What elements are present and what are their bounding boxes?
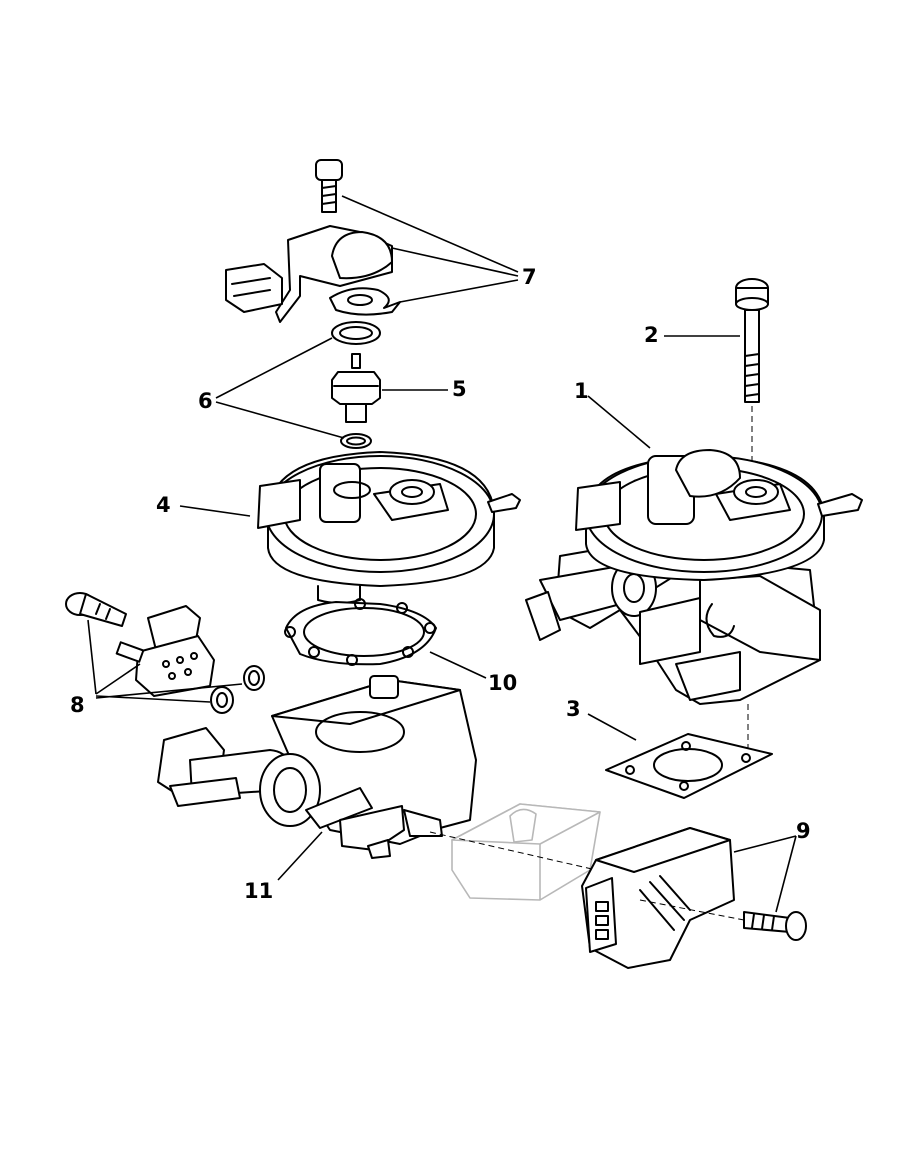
callout-7: 7 — [522, 265, 537, 289]
part-5-injector — [331, 353, 381, 423]
part-9-screw — [743, 911, 807, 941]
part-9-position-sensor — [581, 827, 735, 969]
callout-8: 8 — [70, 693, 85, 717]
part-2-screw — [735, 278, 769, 403]
part-8-seal-a — [243, 665, 265, 691]
part-8-idle-valve — [115, 605, 215, 697]
ghost-manifold-context — [451, 803, 601, 901]
callout-10: 10 — [488, 671, 517, 695]
part-8-screw — [65, 592, 127, 627]
part-11-throttle-body — [157, 675, 477, 859]
part-4-upper-housing — [257, 451, 521, 604]
part-8-seal-b — [210, 686, 234, 714]
callout-2: 2 — [644, 323, 659, 347]
part-7-clip — [329, 287, 401, 316]
callout-11: 11 — [244, 879, 273, 903]
callout-3: 3 — [566, 697, 581, 721]
part-10-gasket — [284, 598, 437, 666]
part-3-base-gasket — [605, 733, 773, 799]
part-7-screw — [315, 159, 343, 213]
part-7-sensor-cover — [225, 225, 393, 323]
callout-5: 5 — [452, 377, 467, 401]
callout-6: 6 — [198, 389, 213, 413]
leader-lines — [87, 195, 797, 913]
part-1-assembled-unit — [525, 449, 863, 705]
part-6-upper-seal — [331, 321, 381, 345]
callout-4: 4 — [156, 493, 171, 517]
callout-1: 1 — [574, 379, 589, 403]
callout-9: 9 — [796, 819, 811, 843]
part-6-lower-seal — [340, 433, 372, 449]
